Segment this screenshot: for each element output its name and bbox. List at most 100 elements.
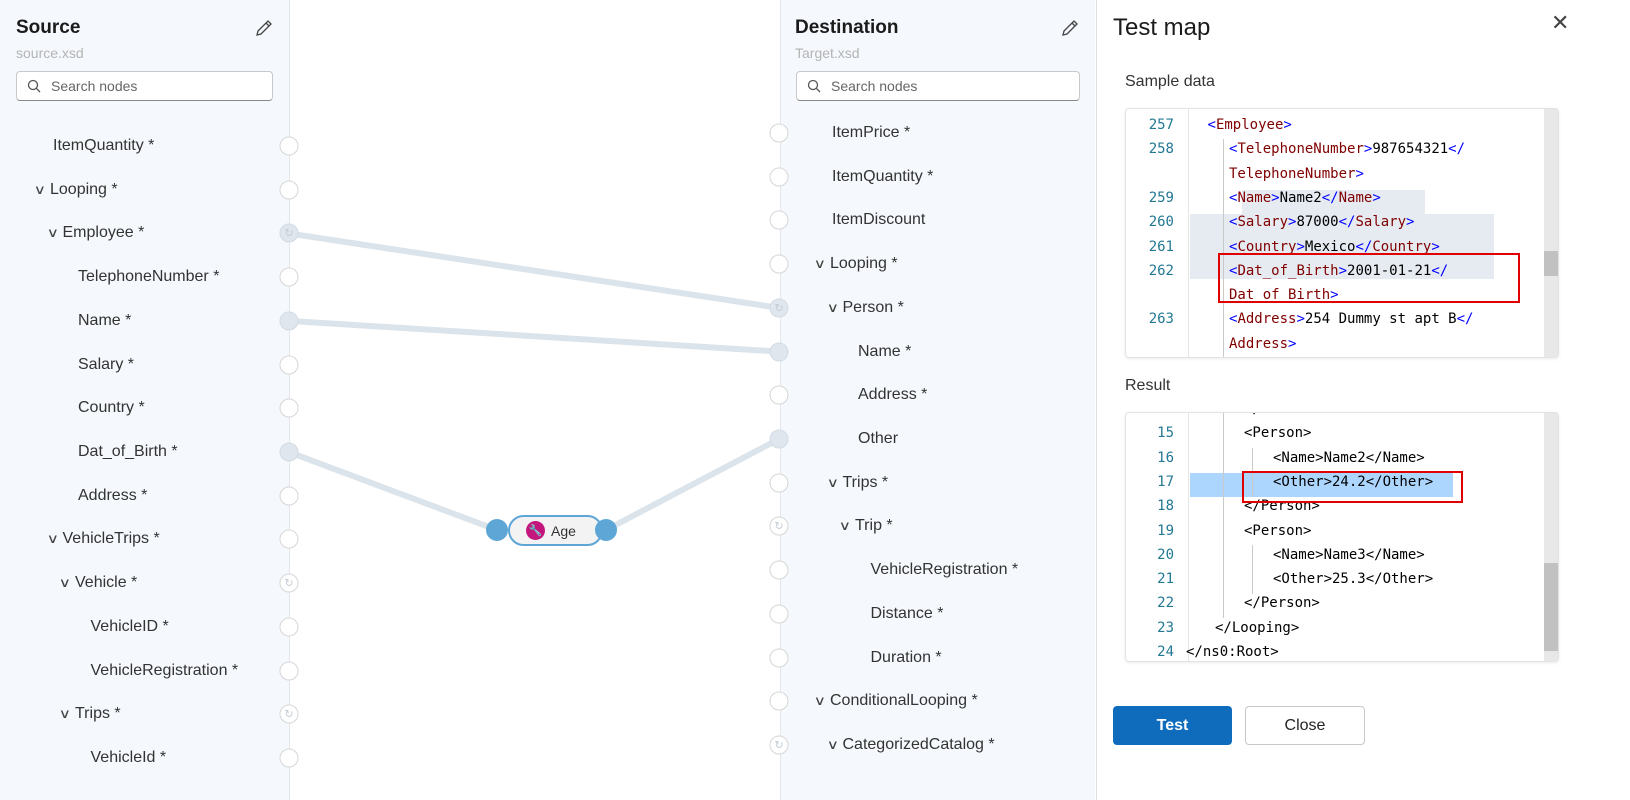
connection-handle[interactable]	[279, 311, 299, 331]
connection-handle[interactable]	[769, 691, 789, 711]
chevron-down-icon[interactable]: ∨	[58, 575, 71, 591]
loop-handle-icon[interactable]: ↻	[279, 573, 299, 593]
indent-guide	[1223, 496, 1224, 522]
chevron-down-icon[interactable]: ∨	[826, 299, 839, 315]
tree-node[interactable]: Name *	[858, 342, 912, 360]
tree-node[interactable]: ItemDiscount	[832, 211, 926, 229]
edit-pencil-icon[interactable]	[254, 18, 274, 38]
connection-handle[interactable]	[279, 398, 299, 418]
connection-handle[interactable]	[279, 617, 299, 637]
connection-handle[interactable]	[279, 486, 299, 506]
scrollbar-thumb[interactable]	[1544, 251, 1558, 276]
connection-line[interactable]	[288, 317, 780, 355]
tree-node[interactable]: Distance *	[870, 604, 944, 622]
line-number: 15	[1157, 425, 1174, 442]
connection-handle[interactable]	[769, 123, 789, 143]
loop-handle-icon[interactable]: ↻	[279, 223, 299, 243]
tree-node[interactable]: Trip *	[855, 517, 893, 535]
connection-handle[interactable]	[279, 267, 299, 287]
tree-node[interactable]: ItemQuantity *	[53, 137, 155, 154]
connection-handle[interactable]	[279, 529, 299, 549]
connection-handle[interactable]	[279, 748, 299, 768]
sample-data-editor[interactable]: 257<Employee>258<TelephoneNumber>9876543…	[1125, 108, 1559, 358]
connection-handle[interactable]	[279, 442, 299, 462]
connection-handle[interactable]	[769, 473, 789, 493]
tree-node[interactable]: VehicleID *	[90, 617, 169, 635]
source-file: source.xsd	[16, 45, 84, 61]
scrollbar[interactable]	[1544, 109, 1558, 357]
tree-node[interactable]: ConditionalLooping *	[830, 692, 978, 710]
connection-line[interactable]	[287, 449, 499, 533]
loop-handle-icon[interactable]: ↻	[279, 704, 299, 724]
connection-handle[interactable]	[769, 167, 789, 187]
function-input-port[interactable]	[486, 519, 508, 541]
connection-handle[interactable]	[769, 385, 789, 405]
loop-handle-icon[interactable]: ↻	[769, 516, 789, 536]
gutter-divider	[1188, 109, 1189, 357]
loop-handle-icon[interactable]: ↻	[769, 735, 789, 755]
scrollbar-thumb[interactable]	[1544, 563, 1558, 651]
connection-handle[interactable]	[769, 342, 789, 362]
connection-handle[interactable]	[769, 604, 789, 624]
tree-node[interactable]: ItemQuantity *	[832, 167, 934, 185]
chevron-down-icon[interactable]: ∨	[46, 225, 59, 241]
source-search-input[interactable]: Search nodes	[16, 71, 273, 101]
chevron-down-icon[interactable]: ∨	[46, 531, 59, 547]
edit-pencil-icon[interactable]	[1060, 18, 1080, 38]
tree-node[interactable]: Address *	[858, 386, 928, 404]
connection-line[interactable]	[604, 436, 781, 533]
chevron-down-icon[interactable]: ∨	[813, 256, 826, 272]
connection-handle[interactable]	[769, 648, 789, 668]
destination-file: Target.xsd	[795, 45, 860, 61]
connection-handle[interactable]	[279, 355, 299, 375]
search-placeholder: Search nodes	[831, 78, 918, 94]
tree-node[interactable]: Duration *	[870, 648, 942, 666]
connection-handle[interactable]	[769, 429, 789, 449]
test-button[interactable]: Test	[1113, 706, 1232, 745]
tree-node[interactable]: Looping *	[50, 180, 118, 198]
tree-node[interactable]: Trips *	[75, 705, 121, 723]
tree-node[interactable]: Employee *	[62, 224, 145, 242]
chevron-down-icon[interactable]: ∨	[58, 706, 71, 722]
tree-node[interactable]: Name *	[78, 311, 132, 329]
tree-node[interactable]: Other	[858, 430, 899, 448]
tree-node[interactable]: ItemPrice *	[832, 124, 911, 141]
code-line: <Other>25.3</Other>	[1273, 571, 1434, 588]
loop-handle-icon[interactable]: ↻	[769, 298, 789, 318]
tree-node[interactable]: VehicleTrips *	[62, 530, 160, 548]
tree-node[interactable]: VehicleRegistration *	[90, 661, 239, 679]
chevron-down-icon[interactable]: ∨	[826, 737, 839, 753]
tree-node[interactable]: VehicleRegistration *	[870, 561, 1019, 579]
function-node-age[interactable]: 🔧 Age	[508, 515, 603, 546]
close-button[interactable]: Close	[1245, 706, 1365, 745]
tree-node[interactable]: Vehicle *	[75, 574, 138, 592]
chevron-down-icon[interactable]: ∨	[838, 518, 851, 534]
connection-handle[interactable]	[279, 136, 299, 156]
connection-handle[interactable]	[769, 210, 789, 230]
connection-handle[interactable]	[769, 560, 789, 580]
tree-node[interactable]: TelephoneNumber *	[78, 268, 220, 286]
code-line: <Country>Mexico</Country>	[1229, 238, 1440, 255]
connection-handle[interactable]	[769, 254, 789, 274]
chevron-down-icon[interactable]: ∨	[33, 181, 46, 197]
line-number: 18	[1157, 498, 1174, 515]
tree-node[interactable]: Dat_of_Birth *	[78, 443, 178, 461]
tree-node[interactable]: Country *	[78, 399, 145, 417]
destination-search-input[interactable]: Search nodes	[796, 71, 1080, 101]
close-icon[interactable]: ✕	[1551, 10, 1570, 35]
chevron-down-icon[interactable]: ∨	[826, 474, 839, 490]
indent-guide	[1252, 471, 1253, 497]
connection-line[interactable]	[288, 230, 780, 311]
tree-node[interactable]: VehicleId *	[90, 749, 167, 767]
tree-node[interactable]: Salary *	[78, 355, 135, 373]
tree-node[interactable]: Looping *	[830, 255, 898, 273]
tree-node[interactable]: CategorizedCatalog *	[842, 736, 995, 754]
function-output-port[interactable]	[595, 519, 617, 541]
connection-handle[interactable]	[279, 661, 299, 681]
result-editor[interactable]: 14</Person>15<Person>16<Name>Name2</Name…	[1125, 412, 1559, 662]
tree-node[interactable]: Person *	[842, 298, 904, 316]
connection-handle[interactable]	[279, 180, 299, 200]
chevron-down-icon[interactable]: ∨	[813, 693, 826, 709]
tree-node[interactable]: Address *	[78, 486, 148, 504]
tree-node[interactable]: Trips *	[842, 473, 889, 491]
